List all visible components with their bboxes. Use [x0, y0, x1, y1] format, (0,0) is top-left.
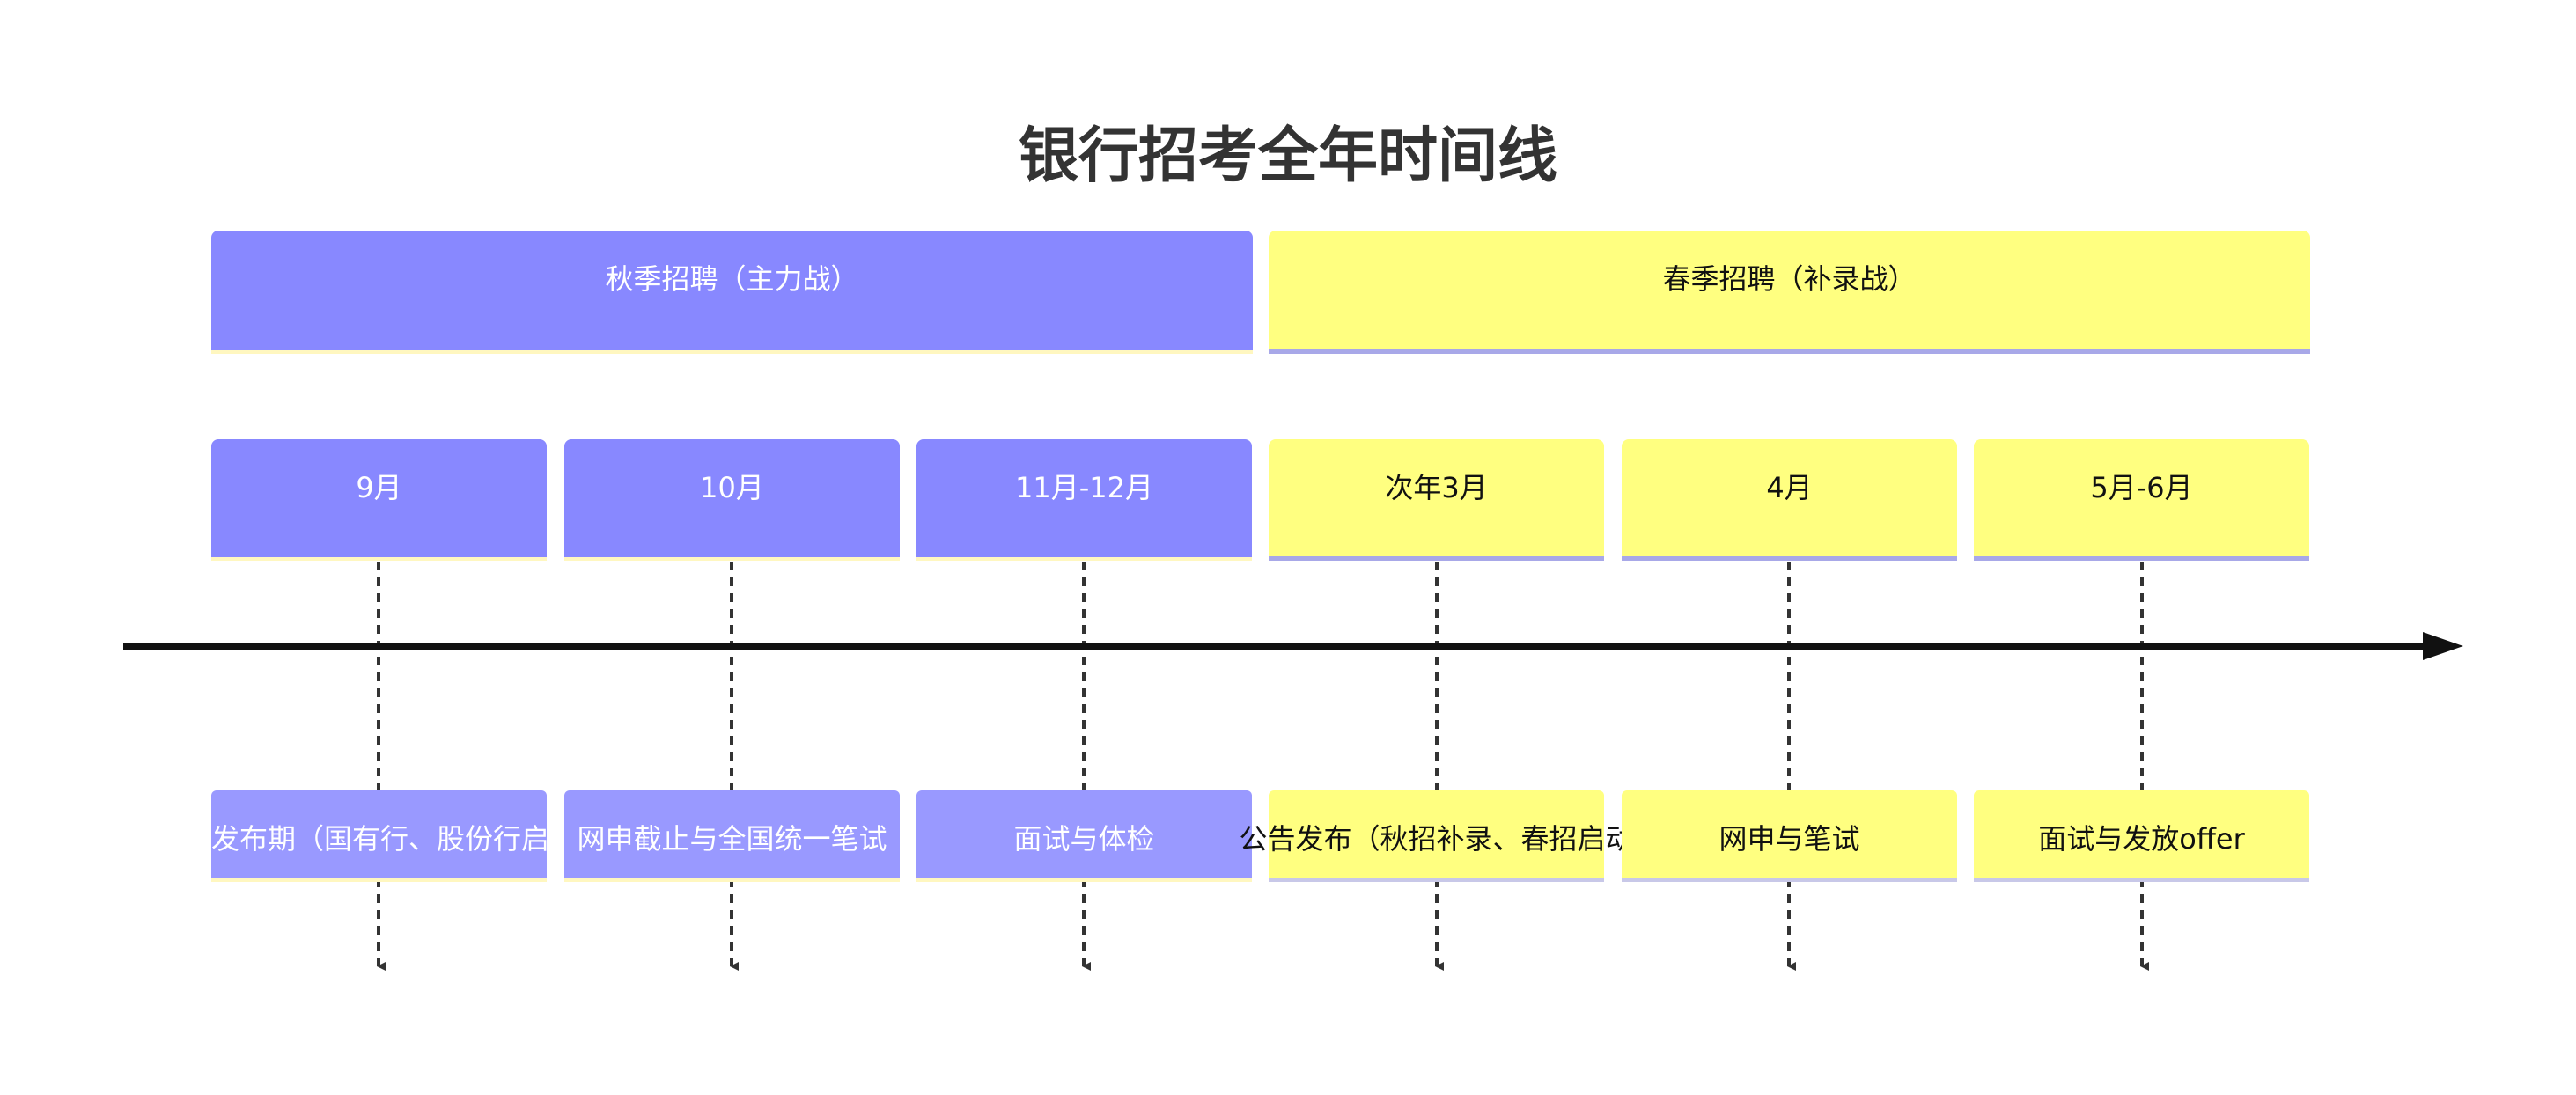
month-box-apr: 4月 [1622, 439, 1957, 561]
month-box-nov-dec: 11月-12月 [916, 439, 1252, 561]
event-label: 发布期（国有行、股份行启 [211, 822, 547, 856]
event-label: 面试与发放offer [2038, 822, 2245, 856]
timeline-axis-arrowhead [2423, 632, 2463, 660]
event-label: 面试与体检 [1013, 822, 1155, 856]
event-box-oct: 网申截止与全国统一笔试 [564, 790, 900, 882]
event-box-mar: 公告发布（秋招补录、春招启动 [1239, 790, 1634, 882]
month-label: 次年3月 [1385, 471, 1488, 504]
month-label: 4月 [1766, 471, 1813, 504]
event-label: 网申与笔试 [1719, 822, 1860, 856]
month-box-mar: 次年3月 [1269, 439, 1604, 561]
month-label: 9月 [356, 471, 402, 504]
month-label: 5月-6月 [2090, 471, 2193, 504]
event-label: 网申截止与全国统一笔试 [577, 822, 887, 856]
season-autumn: 秋季招聘（主力战） [211, 231, 1253, 354]
event-box-sep: 发布期（国有行、股份行启 [211, 790, 547, 882]
month-label: 11月-12月 [1015, 471, 1153, 504]
season-spring-label: 春季招聘（补录战） [1662, 262, 1917, 296]
month-box-oct: 10月 [564, 439, 900, 561]
event-box-nov-dec: 面试与体检 [916, 790, 1252, 882]
event-box-may-jun: 面试与发放offer [1974, 790, 2309, 882]
season-autumn-label: 秋季招聘（主力战） [605, 262, 859, 296]
connector-lines [377, 562, 2149, 971]
event-box-apr: 网申与笔试 [1622, 790, 1957, 882]
month-label: 10月 [700, 471, 764, 504]
event-label: 公告发布（秋招补录、春招启动 [1239, 822, 1634, 856]
diagram-title: 银行招考全年时间线 [1018, 121, 1557, 191]
month-box-may-jun: 5月-6月 [1974, 439, 2309, 561]
season-spring: 春季招聘（补录战） [1269, 231, 2310, 354]
month-box-sep: 9月 [211, 439, 547, 561]
